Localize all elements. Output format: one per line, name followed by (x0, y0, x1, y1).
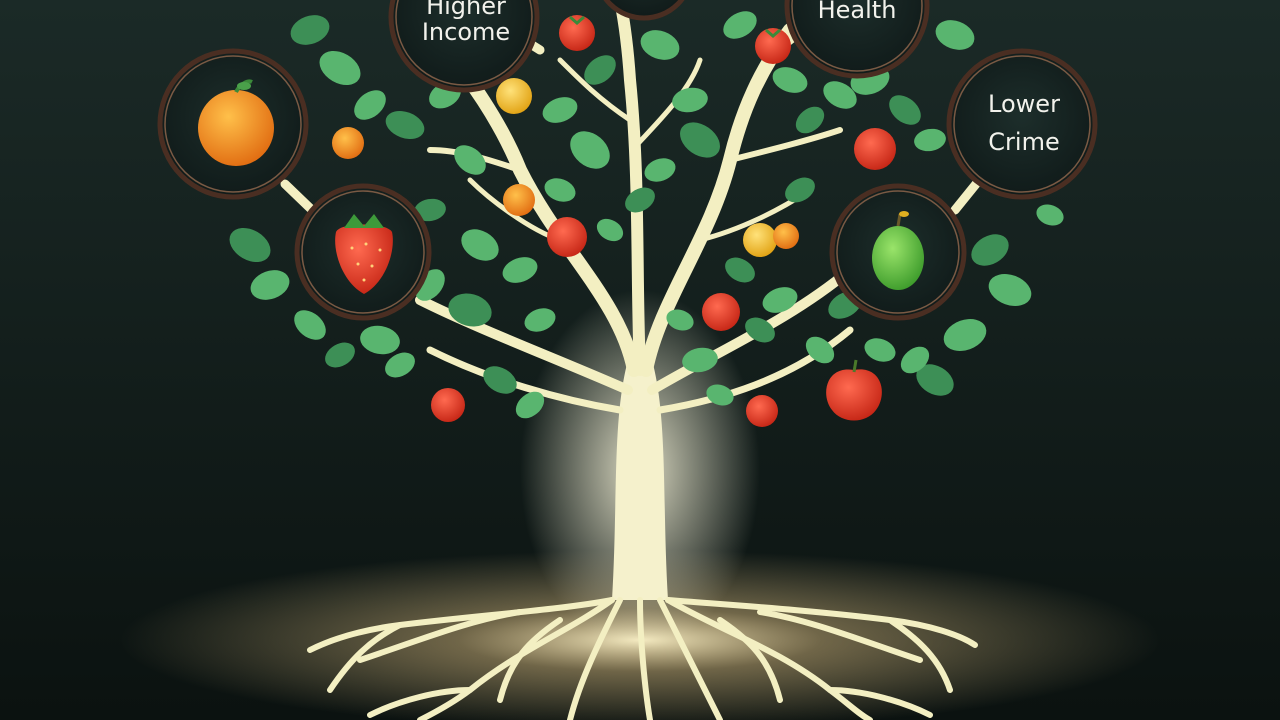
leaf (785, 177, 815, 203)
leaf (682, 347, 718, 373)
orange-fruit (743, 223, 799, 257)
roots (307, 597, 978, 720)
badge-health: Health (784, 0, 930, 79)
badge-lower-crime: Lower Crime (946, 48, 1098, 200)
leaf (625, 187, 655, 213)
leaf (988, 274, 1032, 306)
leaf (596, 218, 624, 242)
leaf (524, 308, 556, 332)
leaf (723, 11, 757, 39)
leaf (325, 342, 355, 368)
leaf (354, 90, 386, 120)
badge-green-fruit (829, 183, 967, 321)
twig (629, 57, 703, 153)
badge-orange (157, 48, 309, 200)
leaf (448, 293, 492, 327)
leaf (706, 384, 734, 406)
leaf (570, 131, 610, 169)
tomato-fruit (559, 15, 595, 51)
leaf (584, 55, 616, 85)
twig (727, 127, 843, 163)
leaf (823, 81, 857, 109)
branch (426, 346, 624, 414)
leaf (454, 145, 486, 175)
yellow-fruit (496, 78, 532, 114)
leaf (666, 309, 694, 331)
twig (557, 57, 633, 123)
tomato-fruit (702, 293, 740, 331)
leaf (461, 229, 499, 261)
leaf (745, 317, 775, 343)
leaf (680, 122, 720, 158)
badges: Higher Income Health Lower Crime (157, 0, 1098, 321)
trunk (612, 360, 668, 600)
leaf (971, 234, 1009, 266)
leaf (290, 15, 330, 45)
branch (639, 23, 797, 377)
leaf (385, 110, 425, 140)
orange-fruit-icon (198, 79, 274, 166)
leaf (414, 198, 446, 222)
badge-line: Lower (988, 90, 1060, 118)
strawberry-icon (335, 214, 393, 294)
red-fruit (854, 128, 896, 170)
leaf (644, 158, 676, 182)
leaf (795, 106, 825, 134)
badge-line: Health (818, 0, 897, 24)
tomato-fruit (547, 217, 587, 257)
badge-top-partial (603, 0, 685, 21)
leaf (483, 366, 517, 394)
tomato-fruit (746, 395, 778, 427)
orange-fruit (332, 127, 364, 159)
leaf (935, 20, 975, 50)
leaf (502, 257, 538, 283)
leaf (319, 50, 361, 86)
leaf (914, 128, 946, 152)
leaf (515, 391, 545, 419)
leaf (864, 338, 896, 362)
orange-fruit (503, 184, 535, 216)
leaf (805, 336, 835, 364)
leaf (250, 270, 290, 300)
leaf (900, 346, 930, 374)
lime-icon (872, 211, 924, 290)
leaf (542, 97, 578, 123)
badge-line: Higher (426, 0, 506, 20)
badge-strawberry (294, 183, 432, 321)
apple-fruit (826, 359, 882, 421)
badge-higher-income: Higher Income (388, 0, 540, 93)
leaf (943, 319, 987, 351)
tomato-fruit (431, 388, 465, 422)
leaf (725, 257, 755, 283)
branch (415, 295, 633, 395)
leaf (294, 310, 326, 340)
leaves (229, 11, 1064, 419)
tomato-fruit (755, 28, 791, 64)
leaf (229, 227, 271, 263)
leaf (916, 364, 954, 396)
leaf (640, 30, 680, 60)
badge-line: Income (422, 18, 510, 46)
badge-line: Crime (988, 128, 1059, 156)
leaf (672, 87, 708, 113)
branch (614, 0, 646, 376)
fruits (332, 15, 896, 427)
leaf (772, 67, 808, 93)
leaf (385, 352, 415, 378)
leaf (544, 178, 576, 202)
leaf (1036, 204, 1064, 226)
leaf (360, 325, 400, 355)
leaf (762, 287, 798, 313)
leaf (889, 95, 921, 125)
